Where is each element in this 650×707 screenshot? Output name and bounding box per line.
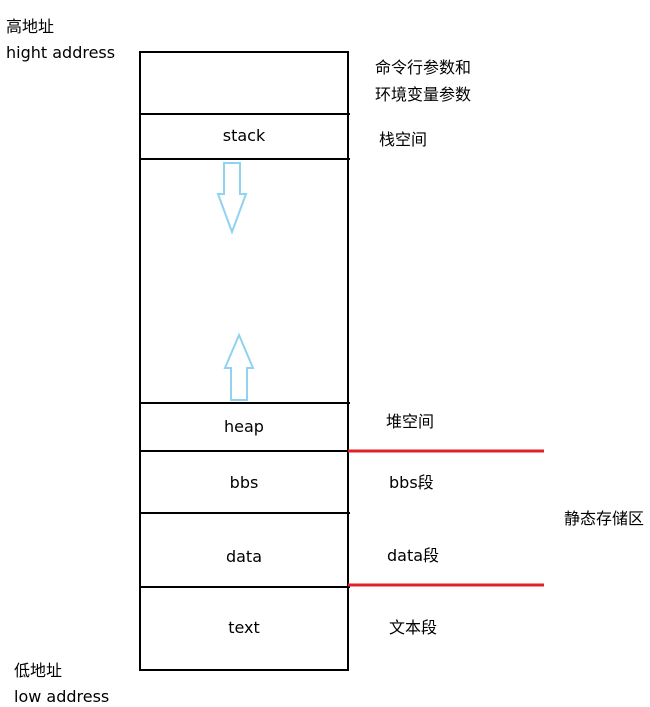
heap-desc: 堆空间: [386, 412, 435, 431]
segment-data-label: data: [225, 547, 263, 566]
data-desc: data段: [387, 546, 440, 565]
low-address-label-cn: 低地址: [14, 661, 63, 680]
static-storage-region-label: 静态存储区: [564, 509, 645, 528]
segment-heap-label: heap: [224, 417, 264, 436]
segment-text-label: text: [228, 618, 260, 637]
memory-block-outline: [139, 51, 349, 671]
args-desc-line2: 环境变量参数: [375, 85, 472, 104]
segment-bbs-label: bbs: [229, 473, 259, 492]
high-address-label-cn: 高地址: [6, 17, 55, 36]
up-arrow-icon: [223, 332, 255, 401]
bbs-desc: bbs段: [389, 473, 434, 492]
args-desc-line1: 命令行参数和: [375, 58, 472, 77]
segment-stack-label: stack: [222, 126, 266, 145]
text-desc: 文本段: [389, 618, 438, 637]
stack-desc: 栈空间: [379, 130, 428, 149]
down-arrow-icon: [216, 162, 248, 235]
high-address-label-en: hight address: [6, 43, 116, 62]
low-address-label-en: low address: [14, 687, 110, 706]
